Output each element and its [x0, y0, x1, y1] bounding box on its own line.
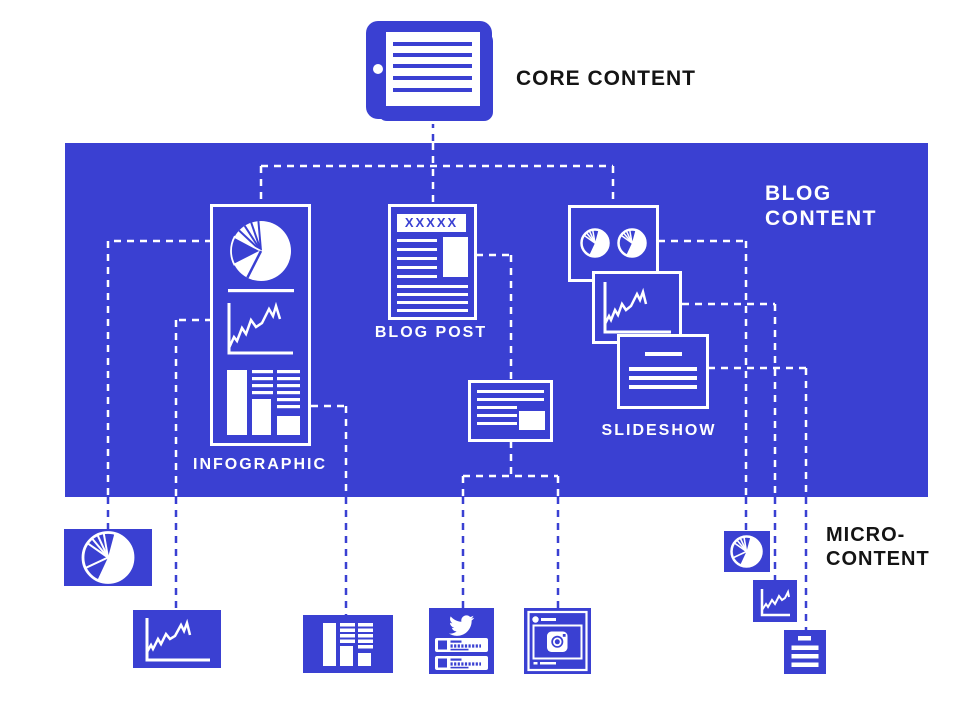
micro-twitter-tile [429, 608, 494, 674]
twitter-posts-icon [435, 615, 488, 670]
line-graph-icon [760, 588, 790, 617]
micro-content-label-line2: CONTENT [826, 548, 930, 570]
blog-content-label: BLOG CONTENT [765, 181, 877, 231]
blog-content-label-line2: CONTENT [765, 207, 877, 230]
document-icon [791, 636, 819, 667]
article-image-placeholder [443, 237, 468, 277]
micro-content-label-line1: MICRO- [826, 524, 906, 546]
micro-pie-chart-small-tile [724, 531, 770, 572]
core-content-node [366, 21, 498, 125]
line-graph-icon [145, 618, 210, 662]
pie-chart-icon [81, 531, 135, 584]
blog-post-label: BLOG POST [374, 324, 488, 341]
micro-document-small-tile [784, 630, 826, 674]
instagram-post-icon [527, 610, 588, 672]
slideshow-label: SLIDESHOW [601, 422, 717, 439]
infographic-label: INFOGRAPHIC [193, 456, 327, 473]
micro-bar-chart-tile [303, 615, 393, 673]
blog-post-card: XXXXX [388, 204, 477, 320]
core-content-label: CORE CONTENT [516, 67, 696, 90]
post-image-placeholder [519, 411, 545, 430]
bar-chart-icon [323, 623, 373, 666]
tablet-icon [366, 21, 492, 119]
micro-line-graph-small-tile [753, 580, 797, 622]
slideshow-card-chart [592, 271, 682, 344]
blog-content-label-line1: BLOG [765, 182, 832, 205]
slideshow-card-text [617, 334, 709, 409]
micro-line-graph-tile [133, 610, 221, 668]
dual-pie-chart-icon [580, 228, 647, 258]
bar-chart-icon [227, 370, 300, 435]
micro-pie-chart-tile [64, 529, 152, 586]
tablet-camera-dot [373, 64, 383, 74]
infographic-icon [227, 221, 300, 435]
line-chart-icon [603, 282, 671, 334]
slideshow-card-pies [568, 205, 659, 282]
micro-content-label: MICRO- CONTENT [826, 523, 930, 571]
pie-chart-icon [730, 535, 763, 568]
pie-chart-icon [230, 221, 291, 281]
micro-instagram-tile [524, 608, 591, 674]
infographic-card [210, 204, 311, 446]
social-post-card [468, 380, 553, 442]
blog-post-header: XXXXX [397, 214, 466, 232]
tablet-screen [386, 32, 480, 106]
line-chart-icon [227, 301, 293, 355]
